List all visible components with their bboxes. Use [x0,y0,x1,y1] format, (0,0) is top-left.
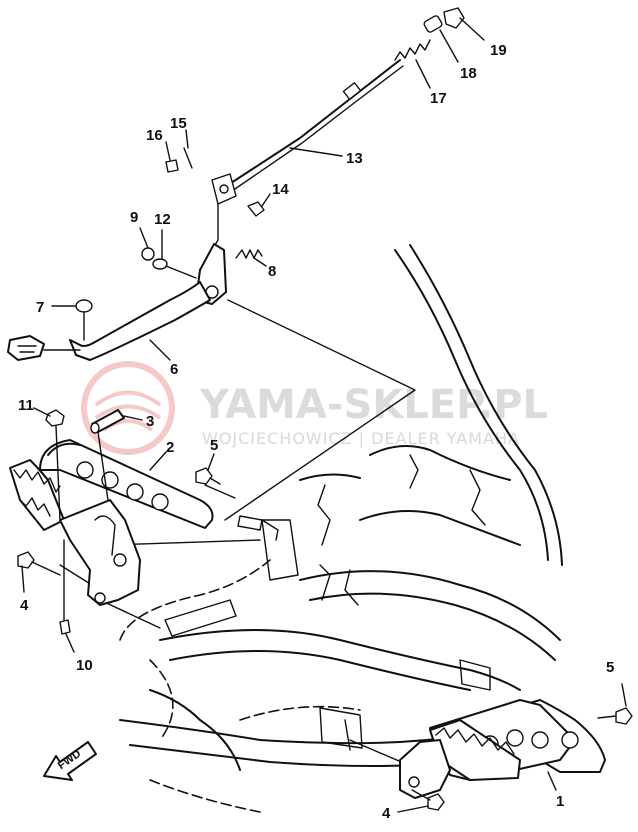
callout-12: 12 [154,211,171,228]
bolt-footrest [17,551,35,569]
callout-9: 9 [130,209,138,226]
callout-10: 10 [76,657,93,674]
bolt-lower [59,619,71,635]
footrest-peg [9,459,65,531]
clevis [211,173,237,205]
callout-11: 11 [18,397,34,414]
footrest-right [399,699,633,811]
adjuster [423,15,443,33]
callout-1: 1 [556,793,564,810]
callout-2: 2 [166,439,174,456]
brake-rod-assembly [141,7,465,305]
forward-arrow-icon: FWD [43,741,97,781]
bolt-right [615,707,633,725]
callout-17: 18 [460,65,477,82]
brake-pedal [7,281,211,361]
pedal-tip [7,335,45,361]
frame [119,244,563,813]
pedal-pad [75,299,93,313]
callout-16: 16 [146,127,163,144]
washer-pin [165,159,179,173]
footrest-bracket [59,499,141,606]
callout-6: 6 [170,361,178,378]
watermark-logo-icon [81,361,175,455]
callout-5-right: 5 [606,659,614,676]
callout-19: 19 [490,42,507,59]
callout-18: 17 [430,90,447,107]
callout-8: 8 [268,263,276,280]
nut-top [45,409,65,427]
brake-rod [227,59,401,186]
cotter-pin [183,147,193,169]
callout-15: 15 [170,115,187,132]
callout-14: 14 [272,181,289,198]
watermark-brand: YAMA-SKLEP.PL [199,382,548,428]
callout-4-right: 4 [382,805,391,822]
callout-13: 13 [346,150,363,167]
spring [235,249,263,259]
adjust-nut [443,7,465,29]
watermark: YAMA-SKLEP.PL WOJCIECHOWICZ | DEALER YAM… [81,361,548,455]
callout-3: 3 [146,413,154,430]
footrest-left [9,409,279,635]
bolt [195,467,213,485]
callout-7: 7 [36,299,44,316]
bolt-footrest-right [427,793,445,811]
nut-rod [247,201,265,217]
callout-4: 4 [20,597,29,614]
watermark-dealer: WOJCIECHOWICZ | DEALER YAMAHA [202,429,520,448]
footrest-bracket-right [399,739,451,799]
nut [141,247,155,261]
callout-5: 5 [210,437,218,454]
rod-spring [394,39,431,61]
washer [152,258,168,270]
callouts: 19 18 17 13 15 16 14 8 9 12 7 6 3 11 2 5 [18,17,627,822]
